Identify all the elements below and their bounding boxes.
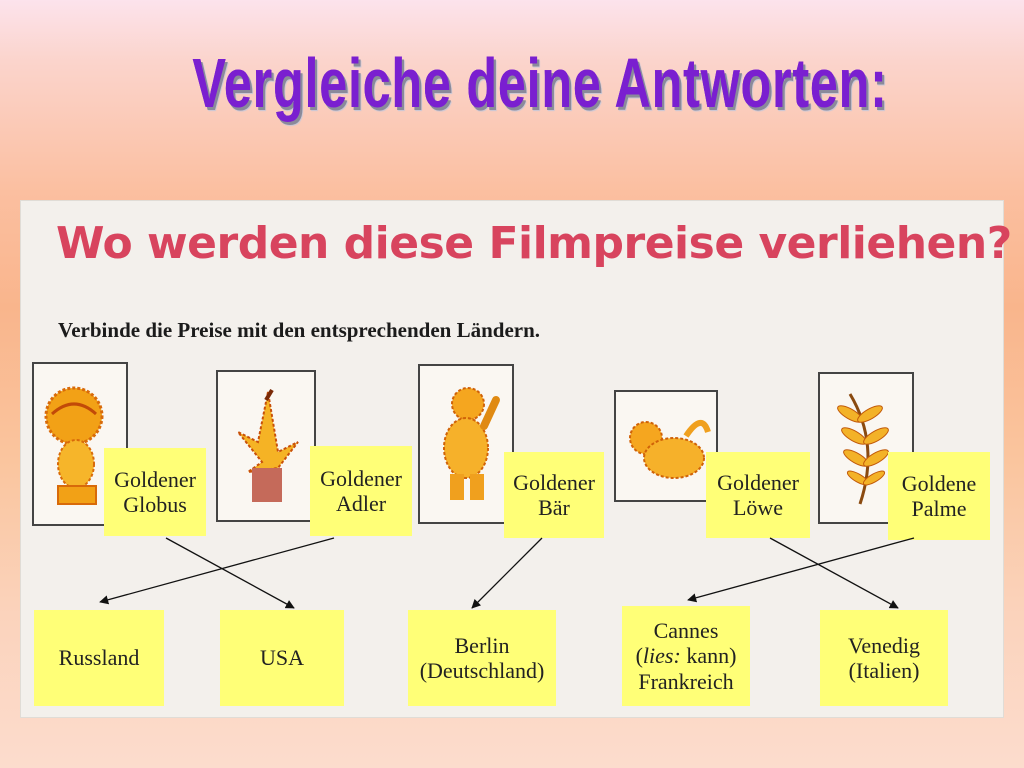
- arrow-palme-cannes: [687, 537, 915, 603]
- place-label-usa: USA: [220, 610, 344, 706]
- place-label-russland: Russland: [34, 610, 164, 706]
- place-label-venedig: Venedig(Italien): [820, 610, 948, 706]
- arrow-baer-berlin: [471, 537, 543, 609]
- worksheet-heading: Wo werden diese Filmpreise verliehen?: [56, 218, 1012, 269]
- arrow-globus-usa: [165, 537, 295, 609]
- bear-award-image: [418, 364, 514, 524]
- eagle-award-image: [216, 370, 316, 522]
- place-label-cannes: Cannes (lies: kann) Frankreich: [622, 606, 750, 706]
- globe-award-image: [32, 362, 128, 526]
- arrow-loewe-venedig: [769, 537, 899, 609]
- place-label-berlin: Berlin(Deutschland): [408, 610, 556, 706]
- worksheet-instruction: Verbinde die Preise mit den entsprechend…: [58, 318, 541, 342]
- slide-title: Vergleiche deine Antworten:: [151, 48, 929, 118]
- lion-award-image: [614, 390, 718, 502]
- worksheet-scan: Wo werden diese Filmpreise verliehen? Ve…: [20, 200, 1012, 718]
- arrow-adler-russland: [99, 537, 335, 605]
